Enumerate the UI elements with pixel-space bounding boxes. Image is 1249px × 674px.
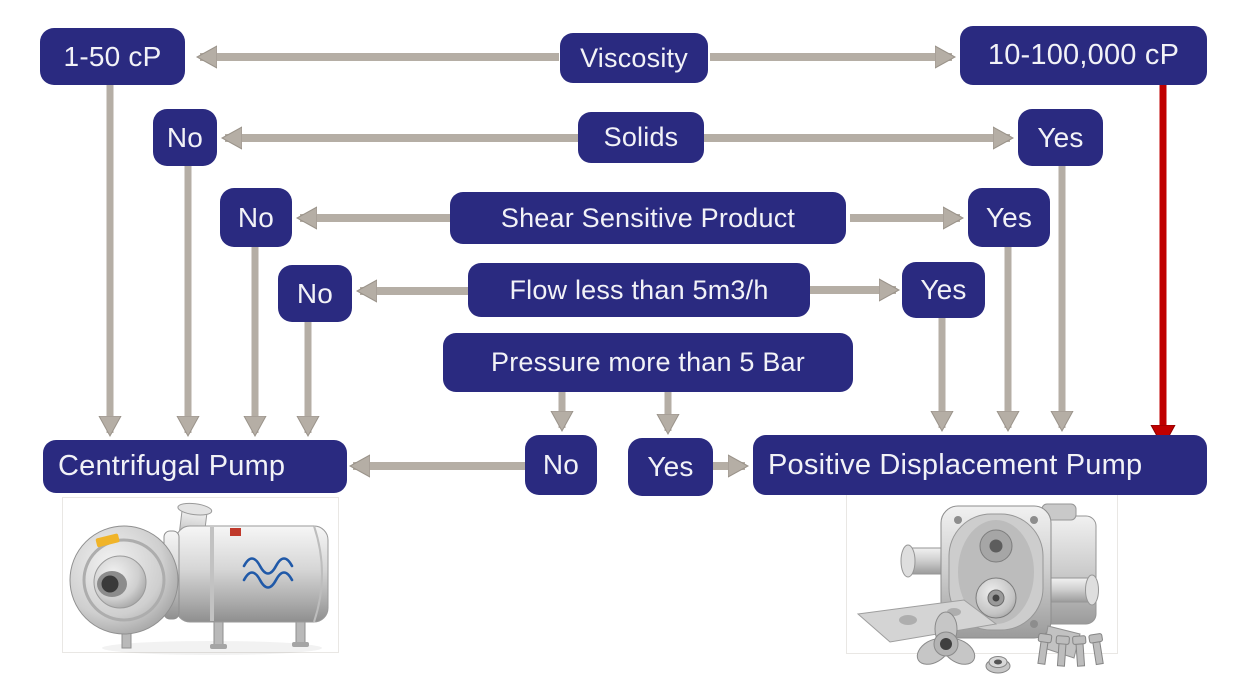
node-solids: Solids bbox=[578, 112, 704, 163]
node-solids-no: No bbox=[153, 109, 217, 166]
node-viscosity: Viscosity bbox=[560, 33, 708, 83]
lobe-rotor bbox=[916, 611, 976, 665]
centrifugal-pump-image bbox=[69, 502, 329, 655]
node-pressure-yes: Yes bbox=[628, 438, 713, 496]
node-viscosity-high: 10-100,000 cP bbox=[960, 26, 1207, 85]
node-flow: Flow less than 5m3/h bbox=[468, 263, 810, 317]
node-solids-yes: Yes bbox=[1018, 109, 1103, 166]
node-pressure: Pressure more than 5 Bar bbox=[443, 333, 853, 392]
node-centrifugal-pump: Centrifugal Pump bbox=[43, 440, 347, 493]
node-shear-no: No bbox=[220, 188, 292, 247]
alfa-laval-logo bbox=[242, 557, 294, 589]
node-viscosity-low: 1-50 cP bbox=[40, 28, 185, 85]
node-pressure-no: No bbox=[525, 435, 597, 495]
node-flow-yes: Yes bbox=[902, 262, 985, 318]
nut bbox=[985, 656, 1011, 674]
positive-displacement-pump-image bbox=[856, 503, 1104, 674]
node-shear: Shear Sensitive Product bbox=[450, 192, 846, 244]
bolts bbox=[1037, 632, 1104, 667]
node-flow-no: No bbox=[278, 265, 352, 322]
node-shear-yes: Yes bbox=[968, 188, 1050, 247]
node-positive-displacement-pump: Positive Displacement Pump bbox=[753, 435, 1207, 495]
